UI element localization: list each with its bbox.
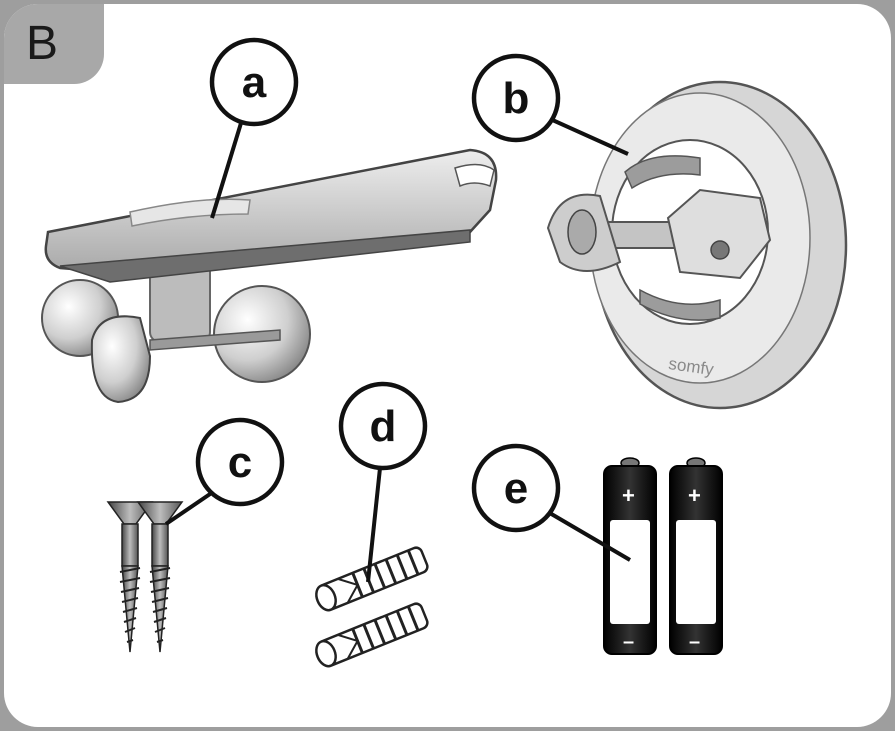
callout-a: a (209, 37, 299, 127)
battery-plus-left: + (622, 483, 635, 508)
part-a-ball-front (90, 315, 152, 404)
callout-letter-d: d (370, 402, 397, 451)
callout-d: d (338, 381, 428, 471)
callout-b: b (471, 53, 561, 143)
battery-minus-right: – (689, 631, 700, 653)
leader-line-d (366, 467, 382, 583)
battery-plus-right: + (688, 483, 701, 508)
leader-lines (164, 109, 632, 583)
part-e-battery-left: + – (603, 457, 657, 655)
part-d-plug-bottom (315, 602, 429, 668)
part-c-screw-left (106, 501, 154, 653)
callout-letter-c: c (228, 438, 252, 487)
part-b-wall-mount: somfy (546, 80, 848, 410)
part-c-screw-right (136, 501, 184, 653)
callout-letter-b: b (503, 74, 530, 123)
leader-line-b (547, 116, 629, 156)
section-tab: B (4, 4, 104, 84)
part-a-bracket-arm (41, 148, 498, 404)
part-c-screws (106, 501, 184, 653)
callout-e: e (471, 443, 561, 533)
part-d-plug-top (315, 546, 429, 612)
part-d-wall-plugs (315, 546, 429, 668)
part-e-battery-right: + – (669, 457, 723, 655)
callout-c: c (195, 417, 285, 507)
battery-minus-left: – (623, 631, 634, 653)
callout-letter-e: e (504, 464, 528, 513)
part-e-batteries: + – + – (603, 457, 723, 655)
section-letter: B (26, 17, 59, 70)
leader-line-e (546, 510, 632, 562)
leader-line-a (210, 109, 247, 219)
callout-letter-a: a (242, 58, 267, 107)
leader-line-c (164, 490, 215, 526)
